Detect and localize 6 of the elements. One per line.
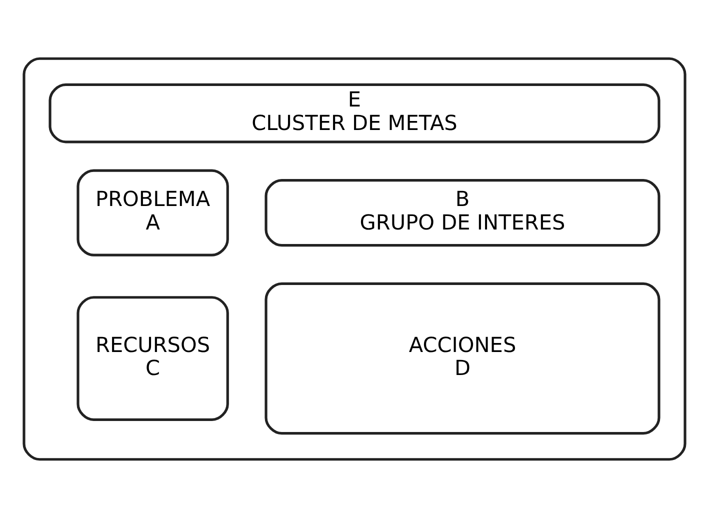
cluster bbox=[22, 56, 686, 460]
node-box: RECURSOS C bbox=[76, 296, 229, 420]
node-box: B GRUPO DE INTERES bbox=[264, 178, 660, 246]
node-box: E CLUSTER DE METAS bbox=[48, 82, 660, 143]
node-box: PROBLEMA A bbox=[76, 168, 229, 256]
node-box: ACCIONES D bbox=[264, 282, 660, 434]
